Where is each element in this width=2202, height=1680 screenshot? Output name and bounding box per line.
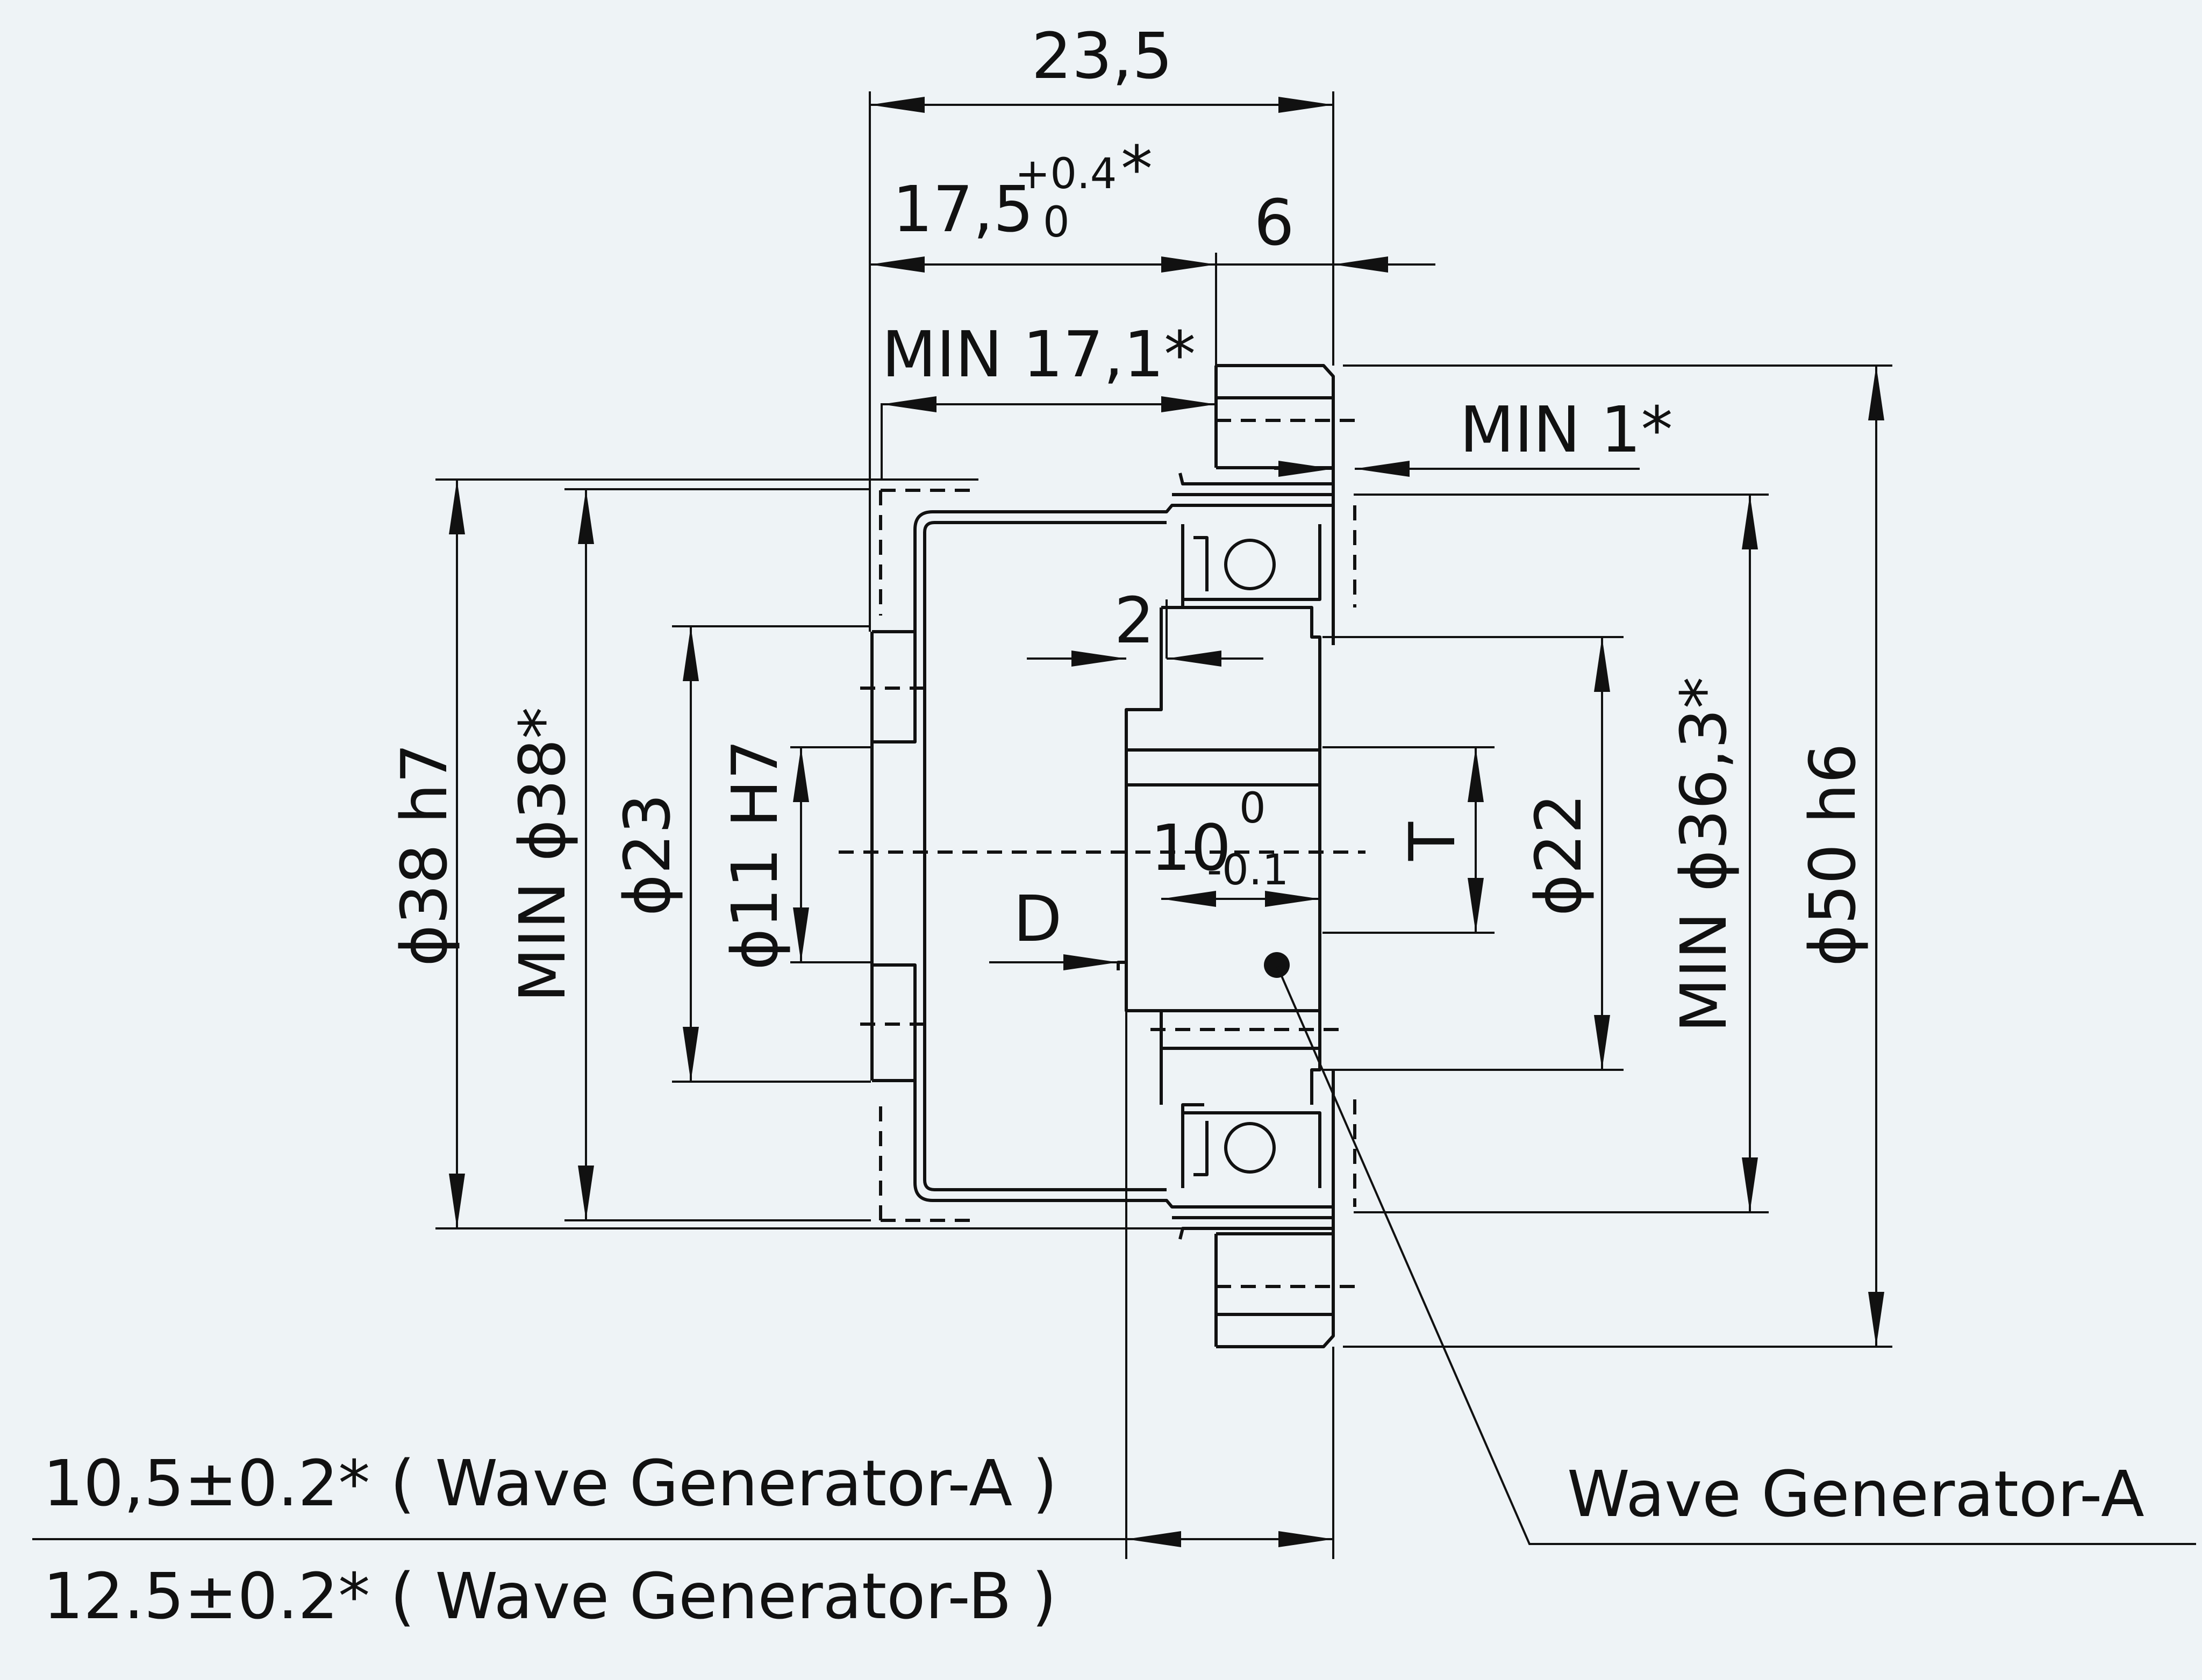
dim-flange-width: 6 <box>1254 185 1294 260</box>
dim-flex-tol-lower: 0 <box>1043 198 1070 247</box>
dim-min-d36: MIN ϕ36,3* <box>1667 677 1741 1033</box>
note-wg-a-dim: 10,5±0.2* ( Wave Generator-A ) <box>43 1446 1057 1520</box>
dim-min-d38: MIN ϕ38* <box>505 707 580 1002</box>
dim-2: 2 <box>1114 583 1154 657</box>
extension-lines <box>435 91 1892 1559</box>
note-wg-b-dim: 12.5±0.2* ( Wave Generator-B ) <box>43 1559 1056 1633</box>
leader-wave-generator-a: Wave Generator-A <box>1567 1457 2144 1531</box>
hidden-lines <box>839 419 1365 1288</box>
dim-10-tol-upper: 0 <box>1239 784 1266 833</box>
dim-d11: ϕ11 H7 <box>718 739 792 970</box>
dim-min-1: MIN 1* <box>1460 392 1672 467</box>
dim-flex-star: * <box>1121 132 1153 206</box>
dim-flex-tol-upper: +0.4 <box>1015 150 1117 198</box>
dim-min-17: MIN 17,1* <box>882 317 1196 391</box>
dim-d-label: D <box>1013 882 1062 956</box>
dim-d22: ϕ22 <box>1521 793 1596 916</box>
dim-t-label: T <box>1395 821 1469 861</box>
dimension-text: 23,5 17,5 +0.4 0 * 6 MIN 17,1* MIN 1* ϕ3… <box>387 19 1870 1033</box>
dim-d23: ϕ23 <box>610 793 684 916</box>
dim-10: 10 <box>1150 811 1231 885</box>
dim-10-tol-lower: -0.1 <box>1207 846 1289 895</box>
part-outline <box>870 364 1335 1348</box>
dim-flex-length: 17,5 <box>892 172 1034 246</box>
dim-d50: ϕ50 h6 <box>1796 743 1870 966</box>
dimension-lines <box>32 97 2196 1547</box>
notes: 10,5±0.2* ( Wave Generator-A ) 12.5±0.2*… <box>43 1446 2144 1633</box>
dim-d38: ϕ38 h7 <box>387 743 461 966</box>
dim-overall-length: 23,5 <box>1032 19 1173 93</box>
